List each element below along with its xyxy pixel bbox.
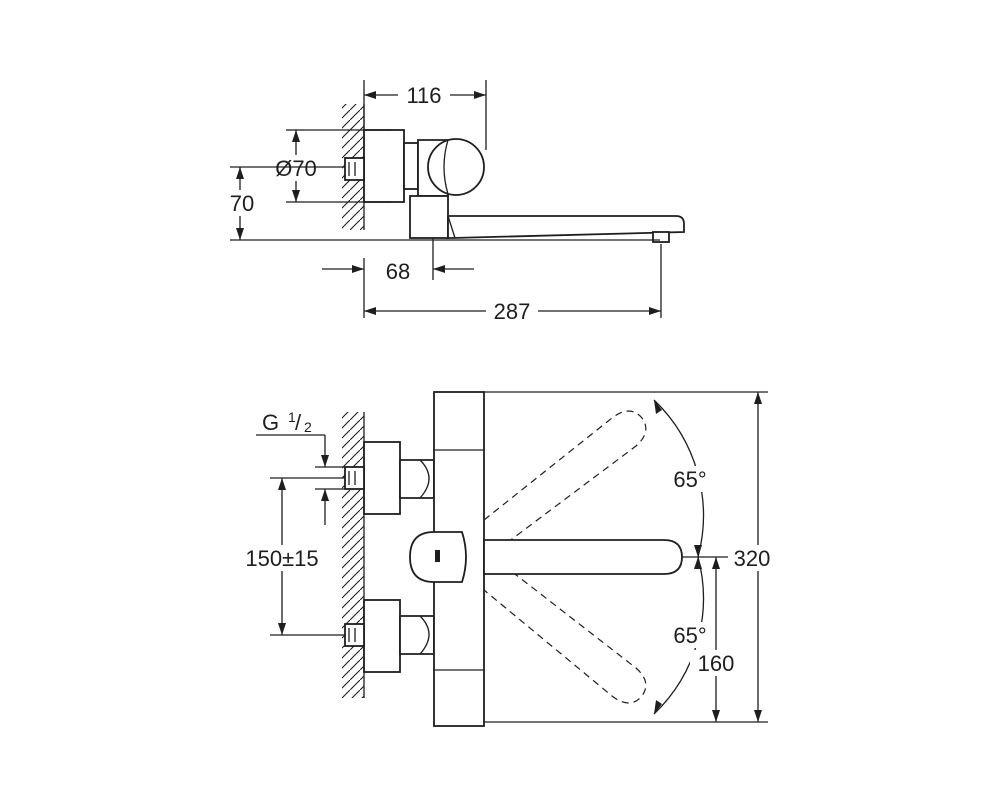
arrow-160-top	[712, 557, 720, 569]
label-70: 70	[230, 191, 254, 216]
front-view: G 1 / 2 150±15 65° 65° 320	[236, 391, 776, 727]
label-68: 68	[386, 259, 410, 284]
arrow-116-left	[364, 91, 376, 99]
aerator-side	[652, 231, 670, 243]
spout-front	[483, 539, 683, 575]
spout-swivel-ghost-upper	[483, 410, 647, 561]
arrow-150-top	[278, 478, 286, 490]
wall-hatch-bottom	[342, 412, 364, 698]
label-g12-main: G	[262, 410, 279, 435]
arrow-g12-bottom	[321, 489, 329, 501]
arrow-70-bottom	[236, 228, 244, 240]
arrow-150-bottom	[278, 623, 286, 635]
arrow-320-top	[754, 392, 762, 404]
arrow-arc-upper-mid	[694, 545, 702, 557]
label-160: 160	[698, 651, 735, 676]
label-65-upper: 65°	[673, 467, 706, 492]
arrow-arc-lower-mid	[694, 557, 702, 569]
knob-marker	[435, 550, 440, 562]
arrow-287-right	[649, 307, 661, 315]
side-view: 116 Ø70 70 68 287	[224, 80, 685, 324]
arrow-d70-bottom	[292, 190, 300, 202]
arrow-287-left	[364, 307, 376, 315]
rosette-lower	[363, 599, 401, 673]
arrow-d70-top	[292, 130, 300, 142]
arrow-arc-lower-end	[654, 700, 662, 714]
arrow-g12-top	[321, 455, 329, 467]
label-287: 287	[494, 299, 531, 324]
spout-side	[447, 215, 685, 239]
arrow-70-top	[236, 167, 244, 179]
arrow-320-bottom	[754, 710, 762, 722]
arrow-68-left	[352, 265, 364, 273]
flange-side	[403, 142, 419, 190]
label-65-lower: 65°	[673, 623, 706, 648]
arrow-160-bottom	[712, 710, 720, 722]
arrow-arc-upper-end	[654, 400, 662, 414]
rosette-upper	[363, 441, 401, 515]
arrow-116-right	[474, 91, 486, 99]
label-150: 150±15	[245, 546, 318, 571]
label-g12-slash: /	[295, 410, 302, 435]
handle-circle-side	[427, 138, 485, 196]
label-g12-num: 1	[288, 409, 296, 425]
rosette-plate	[363, 129, 405, 203]
label-g12-den: 2	[304, 419, 312, 435]
label-d70: Ø70	[275, 156, 317, 181]
label-320: 320	[734, 546, 771, 571]
arrow-68-right	[433, 265, 445, 273]
body-lower-side	[409, 195, 449, 239]
label-116: 116	[406, 83, 441, 108]
